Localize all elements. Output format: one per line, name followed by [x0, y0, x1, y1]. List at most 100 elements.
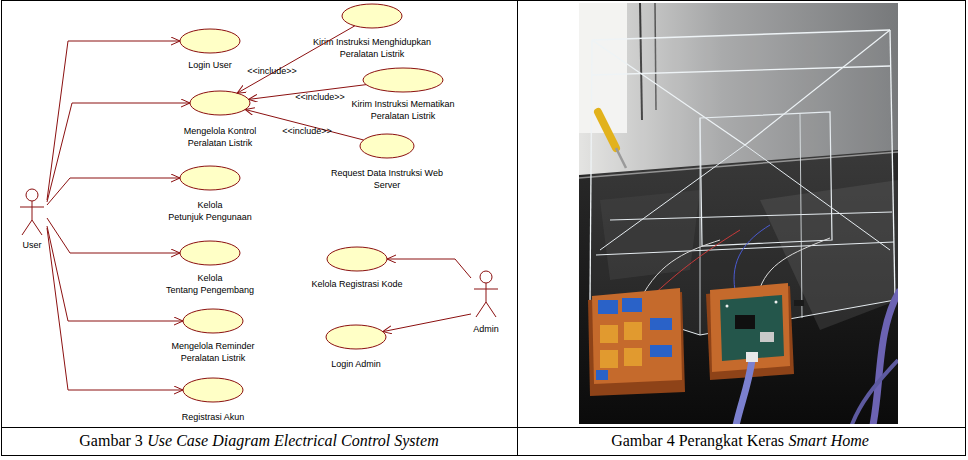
actor: User: [7, 188, 57, 251]
acrylic-edge: [610, 212, 892, 220]
use-case-shape: [153, 308, 273, 334]
relay-board: [592, 288, 682, 384]
use-case: Kelola Petunjuk Pengunaan: [155, 165, 265, 223]
use-case-ellipse: [342, 4, 402, 28]
led: [775, 301, 778, 304]
acrylic-edge: [590, 40, 592, 300]
actor-name: User: [7, 239, 57, 251]
microcontroller: [720, 295, 784, 361]
use-case: Login Admin: [306, 324, 406, 370]
caption-text: Gambar 3: [79, 432, 143, 449]
association-line: [47, 41, 180, 200]
use-case-name: Mengelola Kontrol Peralatan Listrik: [165, 125, 275, 149]
actor-limb: [476, 302, 486, 317]
association-line: [47, 103, 190, 202]
use-case-shape: [306, 324, 406, 350]
use-case-ellipse: [180, 166, 240, 190]
actor-figure: [471, 270, 501, 318]
relay: [624, 322, 642, 340]
acrylic-edge: [745, 145, 890, 250]
use-case-shape: [297, 3, 447, 29]
use-case-ellipse: [190, 91, 250, 115]
actor-limb: [474, 289, 498, 290]
sensor: [794, 300, 804, 306]
actor-limb: [22, 220, 32, 235]
chip: [735, 315, 755, 329]
photo-wall: [579, 3, 898, 424]
include-relation: [245, 109, 363, 139]
acrylic-room: [700, 112, 832, 246]
relay: [650, 345, 672, 357]
actor-limb: [486, 283, 487, 302]
stereotype-label: <<include>>: [295, 92, 345, 103]
use-case-shape: [317, 133, 457, 159]
use-case-ellipse: [180, 29, 240, 53]
caption-text: Smart Home: [788, 432, 868, 449]
use-case: Request Data Instruksi Web Server: [317, 133, 457, 191]
use-case-name: Kelola Petunjuk Pengunaan: [155, 199, 265, 223]
use-case-ellipse: [183, 309, 243, 333]
use-case-shape: [158, 377, 268, 403]
use-case-ellipse: [363, 68, 443, 92]
led: [726, 305, 729, 308]
use-case: Kelola Registrasi Kode: [297, 246, 417, 290]
use-case-name: Login Admin: [306, 358, 406, 370]
actor-head: [26, 189, 38, 201]
relay: [622, 298, 642, 312]
soldering-iron: [598, 112, 616, 148]
use-case-name: Mengelola Reminder Peralatan Listrik: [153, 340, 273, 364]
acrylic-edge: [600, 145, 745, 250]
actor-limb: [32, 220, 42, 235]
caption-text: Gambar 4 Perangkat Keras: [611, 432, 784, 449]
use-case-name: Request Data Instruksi Web Server: [317, 167, 457, 191]
wire: [760, 238, 830, 288]
figure-caption: Gambar 4 Perangkat KerasSmart Home: [611, 432, 869, 450]
actor: Admin: [461, 270, 511, 335]
actor-name: Admin: [461, 323, 511, 335]
ethernet-port: [760, 332, 774, 342]
caption-text: Use Case Diagram Electrical Control Syst…: [147, 432, 438, 449]
cable: [850, 360, 898, 424]
acrylic-edge: [592, 40, 745, 145]
use-case: Login User: [155, 28, 265, 71]
terminal-block: [596, 370, 608, 380]
use-case-shape: [155, 165, 265, 191]
acrylic-edge: [700, 118, 701, 335]
association-line: [387, 259, 471, 278]
use-case: Kirim Instruksi Menghidupkan Peralatan L…: [297, 3, 447, 60]
actor-limb: [32, 201, 33, 220]
include-relation: [237, 26, 355, 93]
use-case: Mengelola Kontrol Peralatan Listrik: [165, 90, 275, 149]
acrylic-edge: [596, 242, 894, 255]
acrylic-edge: [890, 30, 895, 300]
use-case-name: Registrasi Akun: [158, 411, 268, 423]
use-case-shape: [155, 28, 265, 54]
use-case-shape: [333, 67, 473, 93]
relay: [650, 318, 672, 330]
use-case-name: Kelola Tentang Pengembang: [155, 272, 265, 296]
use-case-ellipse: [327, 247, 387, 271]
association-line: [47, 226, 183, 321]
actor-limb: [20, 207, 44, 208]
use-case-ellipse: [360, 134, 414, 158]
relay: [598, 300, 618, 314]
cable: [872, 290, 898, 424]
caption-row-line: [2, 427, 966, 428]
acrylic-edge: [745, 30, 890, 145]
use-case-name: Kelola Registrasi Kode: [297, 278, 417, 290]
wire: [650, 230, 740, 298]
acrylic-edge: [800, 114, 802, 318]
figure-caption: Gambar 3Use Case Diagram Electrical Cont…: [79, 432, 438, 450]
actor-figure: [17, 188, 47, 236]
use-case-name: Kirim Instruksi Menghidupkan Peralatan L…: [297, 36, 447, 60]
wire: [734, 225, 770, 290]
association-line: [47, 228, 183, 390]
use-case-ellipse: [180, 241, 240, 265]
column-divider: [517, 1, 518, 456]
soldering-tip: [616, 148, 626, 168]
